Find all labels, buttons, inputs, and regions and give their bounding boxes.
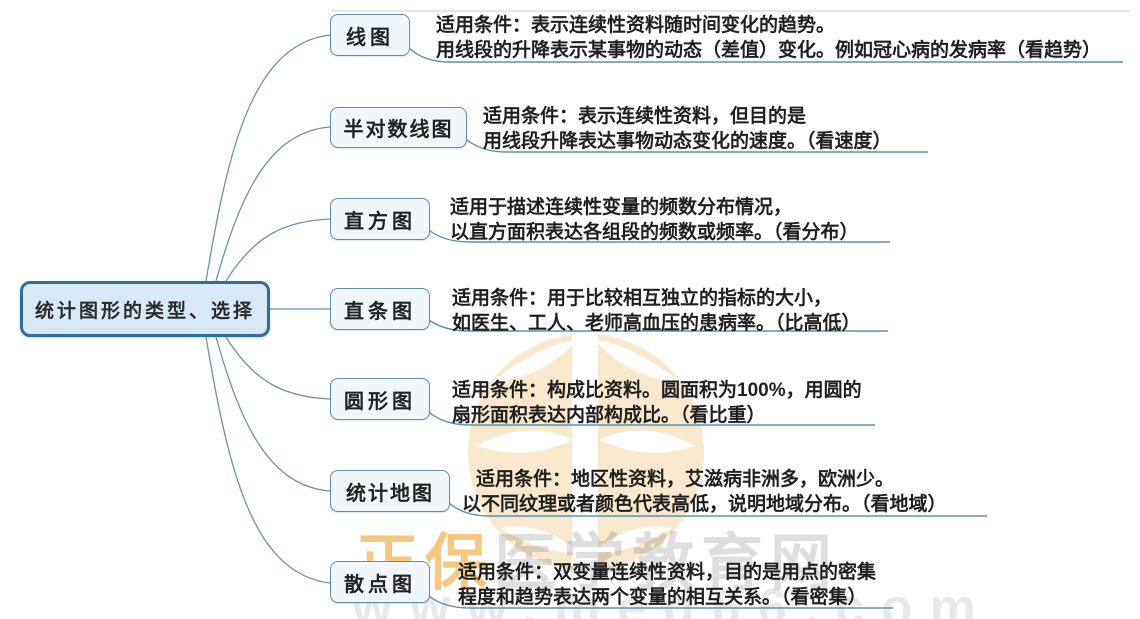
desc-underline-statmap [448, 502, 987, 517]
url-watermark: www.med66.com [352, 579, 993, 619]
topic-scatter-plot[interactable]: 散点图 [330, 561, 430, 603]
root-connector-semilog [215, 126, 331, 282]
desc-pie-line2: 扇形面积表达内部构成比。（看比重） [452, 405, 766, 426]
desc-line-chart[interactable]: 适用条件：表示连续性资料随时间变化的趋势。 用线段的升降表示某事物的动态（差值）… [436, 13, 1101, 63]
desc-semilog-line2: 用线段升降表达事物动态变化的速度。（看速度） [483, 131, 892, 152]
topic-histogram[interactable]: 直方图 [330, 198, 430, 240]
topic-stat-map[interactable]: 统计地图 [330, 470, 450, 512]
desc-underline-histogram [428, 229, 890, 243]
desc-histogram-line1: 适用于描述连续性变量的频数分布情况， [450, 197, 793, 218]
desc-pie-line1: 适用条件：构成比资料。圆面积为100%，用圆的 [452, 380, 862, 401]
desc-scatter-plot[interactable]: 适用条件：双变量连续性资料，目的是用点的密集 程度和趋势表达两个变量的相互关系。… [458, 560, 876, 610]
topic-bar-chart[interactable]: 直条图 [330, 288, 430, 330]
desc-statmap-line1: 适用条件：地区性资料，艾滋病非洲多，欧洲少。 [476, 469, 895, 490]
topic-pie-chart[interactable]: 圆形图 [330, 378, 430, 420]
root-connector-line-chart [205, 34, 331, 282]
desc-bar-chart[interactable]: 适用条件：用于比较相互独立的指标的大小， 如医生、工人、老师高血压的患病率。（比… [452, 286, 861, 336]
desc-scatter-line2: 程度和趋势表达两个变量的相互关系。（看密集） [458, 587, 867, 608]
desc-pie-chart[interactable]: 适用条件：构成比资料。圆面积为100%，用圆的 扇形面积表达内部构成比。（看比重… [452, 378, 862, 428]
root-connector-pie [225, 336, 331, 400]
desc-underline-line-chart [408, 47, 1123, 63]
root-topic[interactable]: 统计图形的类型、选择 [20, 281, 270, 337]
desc-underline-pie [428, 411, 875, 426]
desc-bar-line2: 如医生、工人、老师高血压的患病率。（比高低） [452, 313, 861, 334]
root-connector-histogram [225, 218, 331, 282]
desc-histogram[interactable]: 适用于描述连续性变量的频数分布情况， 以直方面积表达各组段的频数或频率。（看分布… [450, 195, 859, 245]
brand-watermark-rest: 医学教育网 [494, 529, 840, 598]
root-connector-statmap [215, 336, 331, 492]
desc-semilog-line1: 适用条件：表示连续性资料，但目的是 [483, 106, 807, 127]
desc-underline-scatter [428, 595, 893, 609]
desc-scatter-line1: 适用条件：双变量连续性资料，目的是用点的密集 [458, 562, 877, 583]
topic-line-chart[interactable]: 线图 [330, 14, 410, 56]
desc-stat-map[interactable]: 适用条件：地区性资料，艾滋病非洲多，欧洲少。 以不同纹理或者颜色代表高低，说明地… [462, 467, 947, 517]
desc-line-chart-line1: 适用条件：表示连续性资料随时间变化的趋势。 [436, 15, 836, 36]
topic-semilog-chart[interactable]: 半对数线图 [330, 107, 467, 148]
desc-histogram-line2: 以直方面积表达各组段的频数或频率。（看分布） [450, 222, 859, 243]
desc-underline-semilog [465, 138, 928, 153]
root-connector-scatter [205, 336, 331, 584]
desc-line-chart-line2: 用线段的升降表示某事物的动态（差值）变化。例如冠心病的发病率（看趋势） [436, 40, 1102, 61]
desc-statmap-line2: 以不同纹理或者颜色代表高低，说明地域分布。（看地域） [462, 494, 947, 515]
desc-semilog-chart[interactable]: 适用条件：表示连续性资料，但目的是 用线段升降表达事物动态变化的速度。（看速度） [483, 104, 892, 154]
desc-underline-bar [428, 319, 888, 332]
desc-bar-line1: 适用条件：用于比较相互独立的指标的大小， [452, 288, 833, 309]
